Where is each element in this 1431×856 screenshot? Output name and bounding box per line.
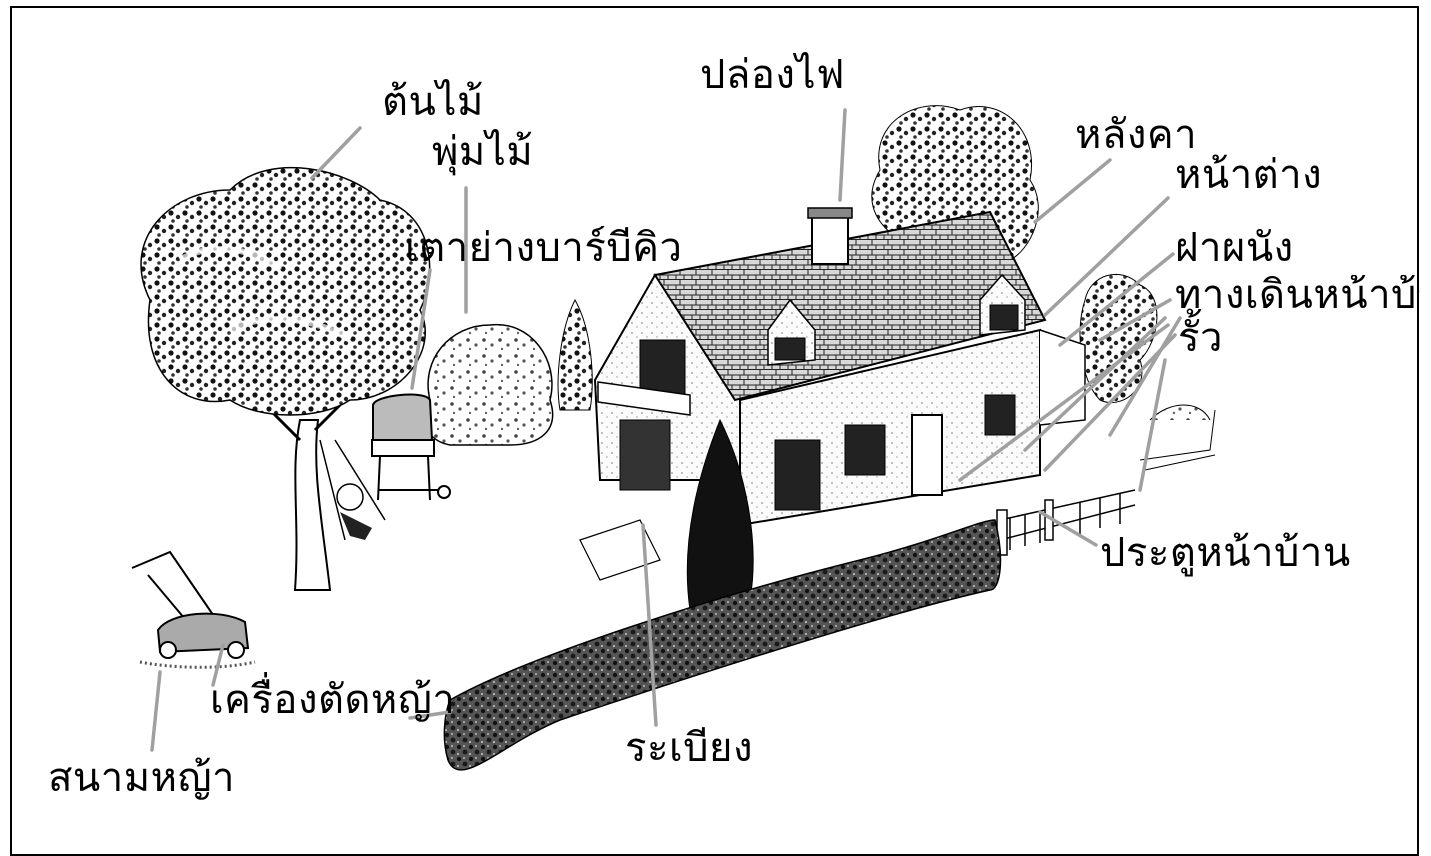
- swing-illustration: [319, 439, 386, 541]
- label-path: ทางเดินหน้าบ้าน: [1175, 275, 1420, 315]
- label-gate: ประตูหน้าบ้าน: [1100, 530, 1351, 576]
- label-bbq: เตาย่างบาร์บีคิว: [405, 225, 683, 271]
- tree-illustration: [140, 166, 431, 591]
- terrace-illustration: [579, 519, 661, 581]
- label-wall: ฝาผนัง: [1175, 225, 1294, 271]
- fence-illustration: [996, 489, 1136, 556]
- label-roof: หลังคา: [1075, 112, 1198, 158]
- hedge-illustration: [443, 519, 1002, 771]
- leader-lines: [150, 108, 1182, 752]
- small-fence: [1139, 404, 1216, 471]
- bbq-grill-illustration: [371, 393, 451, 501]
- label-bush: พุ่มไม้: [432, 129, 534, 175]
- cypress-tree: [557, 298, 593, 411]
- lawn-mower-illustration: [131, 550, 256, 669]
- label-fence: รั้ว: [1178, 315, 1223, 361]
- label-tree: ต้นไม้: [382, 79, 484, 125]
- label-window: หน้าต่าง: [1175, 152, 1323, 198]
- label-chimney: ปล่องไฟ: [700, 52, 845, 98]
- bush-illustration: [424, 323, 554, 446]
- label-terrace: ระเบียง: [625, 725, 753, 771]
- label-mower: เครื่องตัดหญ้า: [210, 677, 456, 723]
- background-tree: [871, 105, 1039, 261]
- label-lawn: สนามหญ้า: [48, 755, 235, 801]
